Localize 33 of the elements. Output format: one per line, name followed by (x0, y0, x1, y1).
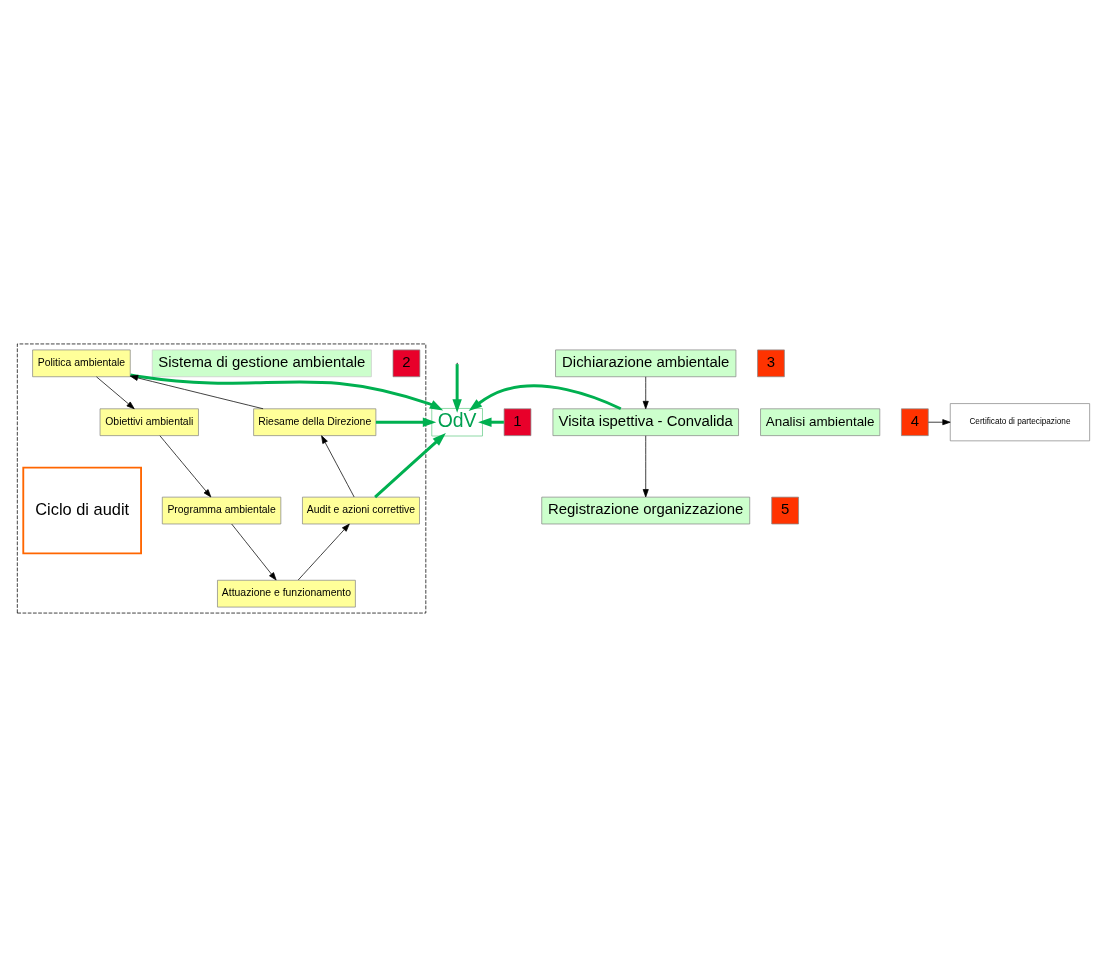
node-box: 3 (757, 349, 785, 378)
arrow (130, 373, 444, 411)
arrow (159, 435, 212, 498)
arrow (928, 419, 951, 426)
arrow (297, 523, 350, 581)
node-box: Riesame della Direzione (253, 408, 377, 436)
node-box: Programma ambientale (161, 496, 282, 525)
arrow (468, 384, 622, 412)
arrow (231, 523, 277, 581)
node-box: 5 (771, 496, 799, 525)
node-box: Analisi ambientale (760, 408, 881, 436)
node-box: Audit e azioni correttive (302, 496, 420, 525)
arrow (96, 376, 135, 410)
node-box: Attuazione e funzionamento (217, 579, 356, 608)
node-box: Dichiarazione ambientale (555, 349, 737, 378)
node-box: Visita ispettiva - Convalida (552, 408, 739, 436)
arrow (321, 435, 355, 498)
node-box: 2 (392, 349, 421, 378)
arrow (642, 435, 649, 498)
node-box: Ciclo di audit (22, 466, 142, 555)
node-box: 4 (901, 408, 929, 436)
arrow (374, 433, 446, 499)
arrow (375, 417, 437, 427)
arrow (642, 376, 649, 410)
node-box: Obiettivi ambientali (99, 408, 199, 436)
node-box: Registrazione organizzazione (541, 496, 751, 525)
node-box: Certificato di partecipazione (949, 403, 1091, 442)
node-box: OdV (431, 408, 483, 437)
node-box: Politica ambientale (32, 349, 131, 378)
node-box: 1 (503, 408, 532, 436)
node-box: Sistema di gestione ambientale (151, 349, 372, 378)
arrow (129, 374, 264, 410)
arrow (452, 364, 462, 413)
